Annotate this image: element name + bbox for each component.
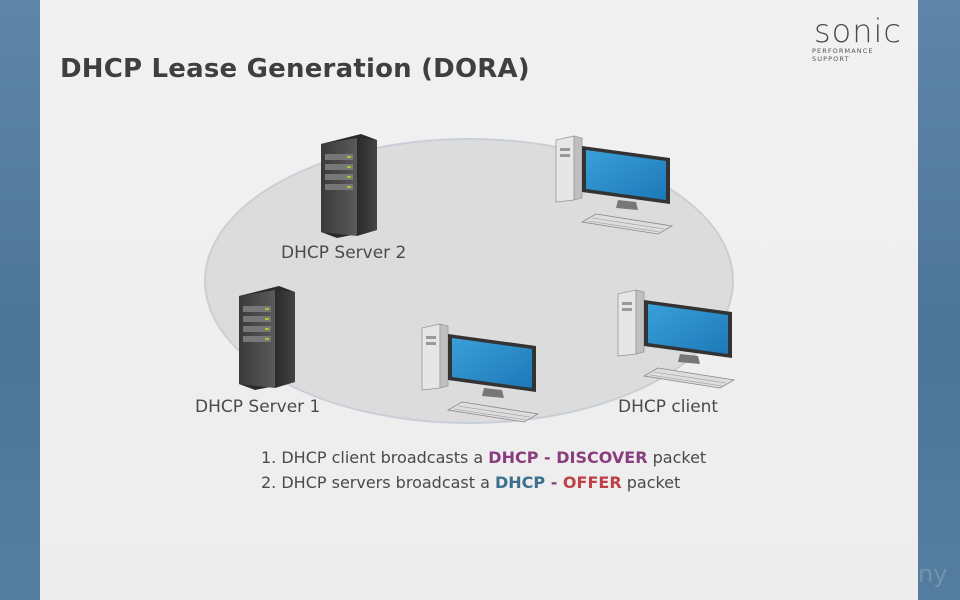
slide: DHCP Lease Generation (DORA) sonic PERFO… xyxy=(40,0,918,600)
server-2-icon xyxy=(321,134,377,238)
step-text: 2. DHCP servers broadcast a xyxy=(261,473,495,492)
step-keyword: DHCP xyxy=(488,448,539,467)
sonic-logo: sonic PERFORMANCE SUPPORT xyxy=(810,12,906,63)
step-keyword: DHCP xyxy=(495,473,546,492)
computer-icon xyxy=(421,323,540,423)
dhcp-client-computer-icon xyxy=(617,289,736,389)
step-item: 1. DHCP client broadcasts a DHCP - DISCO… xyxy=(261,448,706,473)
step-keyword: OFFER xyxy=(562,473,622,492)
step-separator: - xyxy=(545,473,563,492)
logo-subtitle: PERFORMANCE SUPPORT xyxy=(812,47,874,63)
watermark: ny xyxy=(918,560,948,588)
server-1-label: DHCP Server 1 xyxy=(195,397,321,417)
step-text: 1. DHCP client broadcasts a xyxy=(261,448,489,467)
step-separator: - xyxy=(538,448,557,467)
logo-word: sonic xyxy=(814,12,903,50)
step-keyword: DISCOVER xyxy=(556,448,648,467)
computer-icon xyxy=(555,135,674,235)
step-text: packet xyxy=(647,448,707,467)
step-text: packet xyxy=(621,473,681,492)
step-item: 2. DHCP servers broadcast a DHCP - OFFER… xyxy=(261,473,706,498)
steps-list: 1. DHCP client broadcasts a DHCP - DISCO… xyxy=(261,448,706,498)
server-2-label: DHCP Server 2 xyxy=(281,243,407,263)
slide-title: DHCP Lease Generation (DORA) xyxy=(60,54,530,84)
server-1-icon xyxy=(239,286,295,390)
dhcp-client-label: DHCP client xyxy=(618,397,719,417)
